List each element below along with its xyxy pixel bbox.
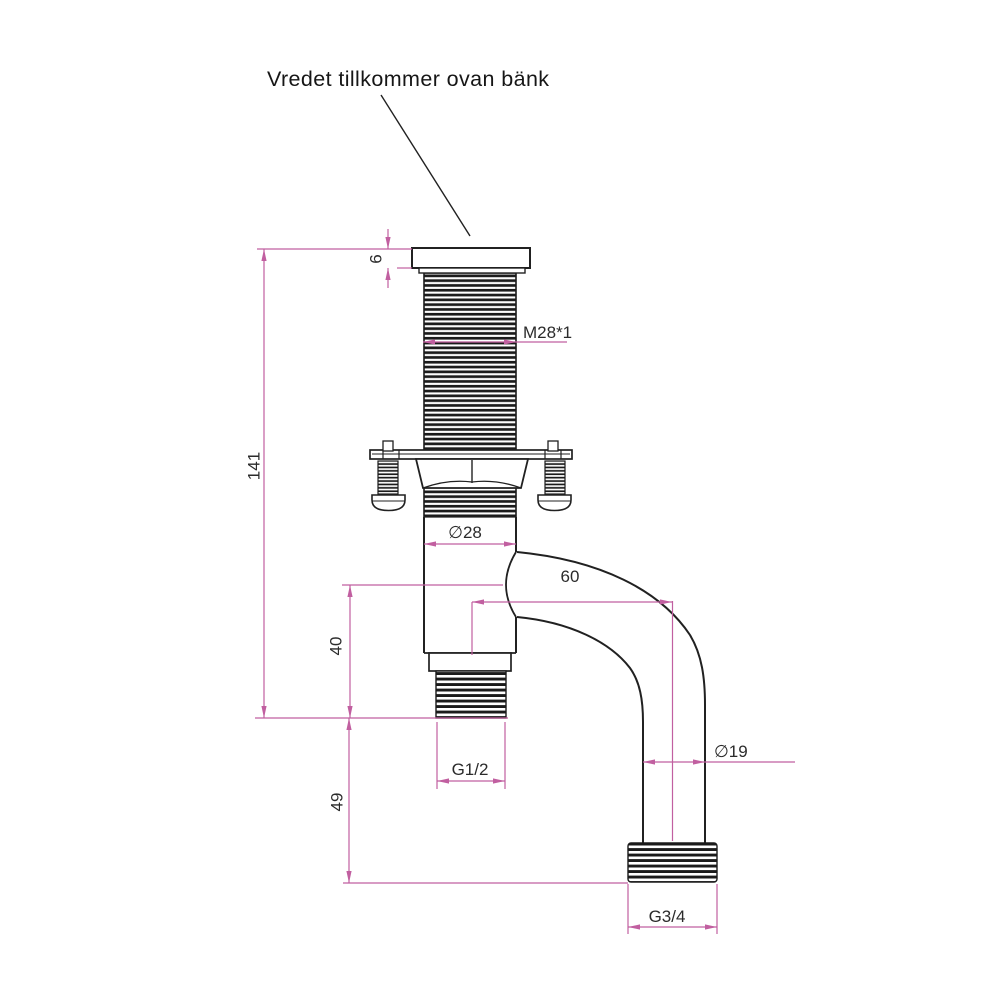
dim-o28-label: ∅28	[448, 523, 482, 542]
dimension-annotations: 141 6 40 49 60	[244, 229, 795, 934]
dim-o28: ∅28	[424, 523, 516, 547]
spout-root-fillet	[505, 551, 517, 618]
dim-g12: G1/2	[436, 722, 506, 789]
dim-m28: M28*1	[423, 323, 572, 345]
spout-inner-curve	[516, 616, 644, 843]
cap-shoulder	[418, 267, 526, 274]
left-screw-stub	[382, 440, 394, 452]
dim-141: 141	[244, 249, 267, 718]
dim-6: 6	[366, 229, 391, 288]
dim-40-label: 40	[326, 637, 345, 656]
dim-60-label: 60	[561, 567, 580, 586]
dim-6-label: 6	[366, 254, 385, 263]
dim-g12-label: G1/2	[452, 760, 489, 779]
dim-o19-label: ∅19	[714, 742, 748, 761]
dim-g34: G3/4	[627, 884, 718, 934]
dim-49: 49	[327, 718, 352, 883]
dim-141-label: 141	[244, 452, 263, 480]
dim-g34-label: G3/4	[649, 907, 686, 926]
dim-o19: ∅19	[643, 742, 795, 765]
reducer-step	[428, 652, 512, 672]
dim-49-label: 49	[327, 793, 346, 812]
title-leader-line	[380, 94, 471, 237]
dim-60: 60	[472, 567, 672, 605]
left-screw-head	[371, 494, 406, 512]
left-screw	[371, 440, 406, 512]
faucet-body	[369, 94, 718, 883]
right-screw	[537, 440, 572, 512]
right-screw-head	[537, 494, 572, 512]
left-screw-shaft	[377, 460, 399, 495]
spout-elbow	[516, 551, 706, 843]
dim-40: 40	[326, 585, 353, 718]
top-cap	[411, 247, 531, 269]
dim-m28-label: M28*1	[523, 323, 572, 342]
pipe-thread-g34	[627, 842, 718, 883]
right-screw-shaft	[544, 460, 566, 495]
right-screw-stub	[547, 440, 559, 452]
hex-nut	[414, 458, 530, 489]
mounting-flange	[369, 449, 573, 460]
title-annotation: Vredet tillkommer ovan bänk	[267, 67, 549, 91]
spout-outer-curve	[516, 551, 706, 843]
outlet-thread-g12	[435, 670, 507, 719]
